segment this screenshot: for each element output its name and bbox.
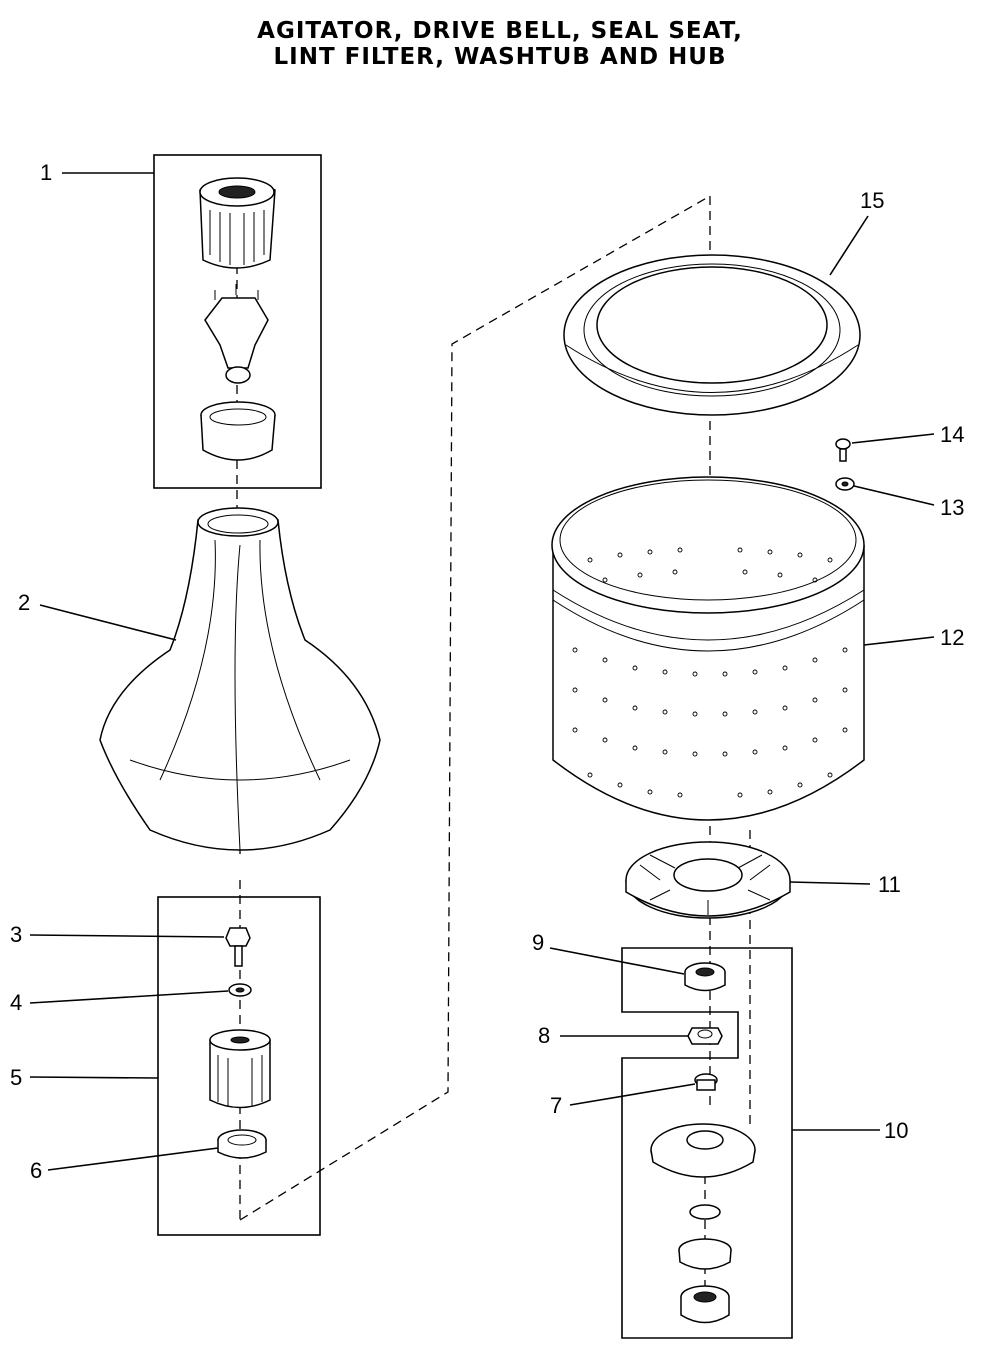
spline-part-7 [694, 1073, 718, 1091]
group-box-hub [621, 947, 793, 1339]
washer-part-4 [228, 983, 252, 997]
leader-line-12 [863, 636, 935, 646]
callout-5: 5 [10, 1065, 22, 1090]
callout-1: 1 [40, 160, 52, 185]
callout-13: 13 [940, 495, 964, 520]
callout-6: 6 [30, 1158, 42, 1183]
tub-ring-part-15 [563, 254, 861, 416]
diagram-title-line-2: LINT FILTER, WASHTUB AND HUB [273, 44, 727, 70]
diagram-title-line-1: AGITATOR, DRIVE BELL, SEAL SEAT, [257, 18, 743, 44]
leader-line-11 [789, 881, 871, 885]
leader-line-6 [47, 1147, 219, 1171]
leader-line-2 [39, 604, 177, 641]
centerline-cross-link [239, 195, 711, 1221]
screw-part-14 [835, 438, 851, 462]
leader-line-5 [29, 1076, 159, 1079]
callout-7: 7 [550, 1093, 562, 1118]
callout-9: 9 [532, 930, 544, 955]
callout-4: 4 [10, 990, 22, 1015]
callout-2: 2 [18, 590, 30, 615]
callout-11: 11 [878, 872, 901, 897]
nut-part-13 [835, 477, 855, 491]
drive-bell-part-5 [209, 1029, 271, 1109]
hub-assembly-part-10 [650, 1123, 756, 1324]
callout-12: 12 [940, 625, 964, 650]
agitator-body [99, 507, 381, 851]
leader-line-14 [851, 433, 935, 444]
seal-part-9 [684, 962, 726, 992]
callout-8: 8 [538, 1023, 550, 1048]
agitator-cam [204, 284, 269, 384]
group-box-agitator-top [153, 154, 322, 489]
leader-line-13 [853, 485, 935, 506]
callout-10: 10 [884, 1118, 908, 1143]
callout-15: 15 [860, 188, 884, 213]
group-box-drive-bell [157, 896, 321, 1236]
leader-line-4 [29, 990, 229, 1004]
callout-14: 14 [940, 422, 964, 447]
agitator-cap [199, 177, 276, 269]
washtub-perforations [572, 547, 848, 798]
leader-line-7 [569, 1083, 696, 1106]
agitator-ring [200, 401, 276, 461]
bolt-part-3 [225, 927, 251, 967]
washtub-part-12 [551, 476, 865, 821]
callout-3: 3 [10, 922, 22, 947]
seal-part-6 [217, 1129, 267, 1159]
nut-part-8 [687, 1027, 723, 1045]
leader-line-15 [829, 215, 869, 276]
leader-line-3 [29, 934, 225, 938]
lint-filter-part-11 [625, 841, 791, 919]
leader-line-9 [549, 947, 685, 975]
